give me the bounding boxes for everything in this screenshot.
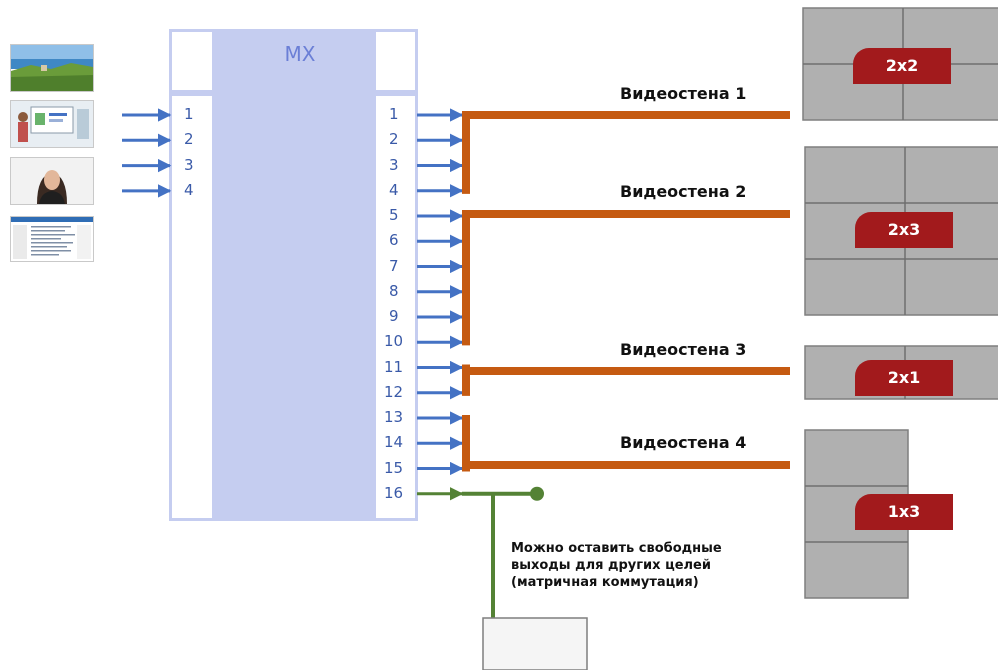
output-label-13: 13 xyxy=(384,410,403,425)
free-output-device xyxy=(483,618,587,670)
output-label-8: 8 xyxy=(389,284,399,299)
free-output-note-line-3: (матричная коммутация) xyxy=(511,574,722,591)
wall-title-3: Видеостена 3 xyxy=(620,340,746,359)
output-label-4: 4 xyxy=(389,183,399,198)
output-label-5: 5 xyxy=(389,208,399,223)
free-output-note-line-1: Можно оставить свободные xyxy=(511,540,722,557)
free-output-note: Можно оставить свободные выходы для друг… xyxy=(511,540,722,591)
output-label-9: 9 xyxy=(389,309,399,324)
input-label-4: 4 xyxy=(184,183,194,198)
output-label-3: 3 xyxy=(389,158,399,173)
wall-title-1: Видеостена 1 xyxy=(620,84,746,103)
output-label-1: 1 xyxy=(389,107,399,122)
wall-size-badge-2: 2x3 xyxy=(855,212,953,248)
output-label-11: 11 xyxy=(384,360,403,375)
wall-bus-4 xyxy=(466,465,790,472)
output-label-10: 10 xyxy=(384,334,403,349)
input-label-1: 1 xyxy=(184,107,194,122)
output-label-14: 14 xyxy=(384,435,403,450)
output-label-7: 7 xyxy=(389,259,399,274)
wall-title-2: Видеостена 2 xyxy=(620,182,746,201)
wall-bus-2 xyxy=(466,214,790,345)
output-label-12: 12 xyxy=(384,385,403,400)
matrix-core xyxy=(214,30,374,520)
free-output-dot xyxy=(530,487,544,501)
output-label-2: 2 xyxy=(389,132,399,147)
wall-size-badge-3: 2x1 xyxy=(855,360,953,396)
output-label-16: 16 xyxy=(384,486,403,501)
free-output-note-line-2: выходы для других целей xyxy=(511,557,722,574)
input-header-box xyxy=(172,32,212,90)
wall-bus-3 xyxy=(466,371,790,396)
output-label-6: 6 xyxy=(389,233,399,248)
matrix-title: MX xyxy=(260,42,340,66)
output-label-15: 15 xyxy=(384,461,403,476)
wall-size-badge-1: 2x2 xyxy=(853,48,951,84)
input-label-3: 3 xyxy=(184,158,194,173)
output-header-box xyxy=(376,32,415,90)
wall-size-badge-4: 1x3 xyxy=(855,494,953,530)
wall-title-4: Видеостена 4 xyxy=(620,433,746,452)
input-label-2: 2 xyxy=(184,132,194,147)
